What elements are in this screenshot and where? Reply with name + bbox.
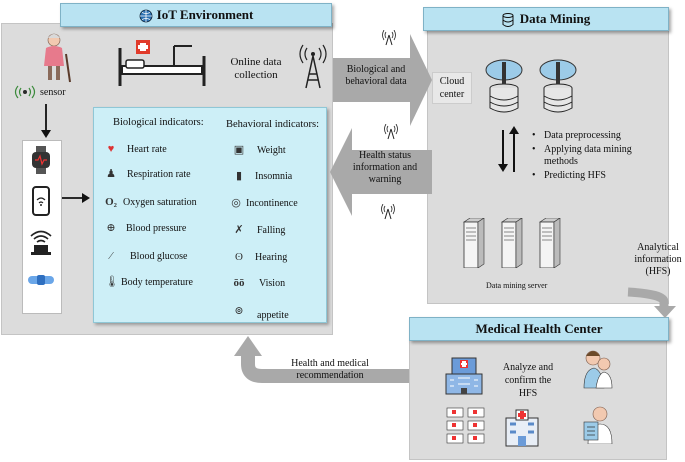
indicators-box	[93, 107, 327, 323]
thermometer-icon: 🌡	[105, 276, 119, 288]
pill-bottle-icon: ▮	[235, 170, 243, 182]
sensor-label: sensor	[40, 87, 66, 98]
behavioral-indicators-heading: Behavioral indicators:	[226, 119, 320, 130]
arrow-label-bio-behav: Biological and behavioral data	[345, 64, 407, 87]
antenna-small-icon-3	[381, 204, 395, 220]
doctors-icon	[582, 348, 614, 390]
blood-pressure-icon: ⊕	[106, 222, 116, 234]
bio-indicator-respiration-rate: ♟Respiration rate	[106, 168, 191, 180]
bio-indicator-body-temperature: 🌡Body temperature	[105, 276, 193, 288]
hospital-building-icon	[444, 352, 484, 396]
beh-indicator-appetite: ⊚appetite	[234, 304, 289, 322]
medical-center-header: Medical Health Center	[409, 317, 669, 341]
database-icon	[502, 13, 514, 27]
beh-indicator-insomnia: ▮Insomnia	[233, 170, 292, 182]
data-mining-server-label: Data mining server	[486, 281, 548, 290]
heart-icon: ♥	[107, 143, 115, 155]
iot-environment-title: IoT Environment	[156, 7, 254, 22]
bio-indicator-blood-glucose: ⁄Blood glucose	[105, 250, 187, 262]
doctor-clipboard-icon	[582, 404, 614, 444]
analyze-confirm-label: Analyze and confirm the HFS	[502, 362, 554, 399]
server-icon-2	[500, 218, 524, 268]
beh-indicator-incontinence: ◎Incontinence	[231, 197, 298, 209]
cloud-database-icon-2	[538, 58, 578, 116]
arrow-label-recommendation: Health and medical recommendation	[291, 358, 369, 381]
server-icon-3	[538, 218, 562, 268]
hospital-bed-icon	[116, 38, 208, 88]
data-mining-header: Data Mining	[423, 7, 669, 31]
step-predicting-hfs: •Predicting HFS	[532, 170, 606, 181]
bio-indicator-heart-rate: ♥Heart rate	[105, 143, 167, 155]
data-mining-steps-list: •Data preprocessing •Applying data minin…	[532, 130, 662, 182]
wifi-laptop-icon	[28, 228, 54, 256]
server-icon	[462, 218, 486, 268]
glasses-icon: ōō	[233, 277, 245, 289]
ear-icon: ʘ	[235, 251, 243, 263]
clinic-building-icon	[500, 408, 544, 448]
arrow-label-analytical: Analytical information (HFS)	[634, 242, 682, 277]
scale-icon: ▣	[233, 144, 245, 156]
ambulances-icon	[446, 406, 488, 446]
beh-indicator-falling: ✗Falling	[234, 224, 286, 236]
iot-environment-header: IoT Environment	[60, 3, 332, 27]
online-data-collection-label: Online data collection	[230, 56, 282, 81]
o2-icon: O₂	[105, 196, 117, 208]
arrow-label-health-status: Health status information and warning	[352, 150, 418, 185]
plate-icon: ⊚	[234, 304, 244, 317]
antenna-small-icon	[382, 30, 396, 46]
bio-indicator-blood-pressure: ⊕Blood pressure	[106, 222, 187, 234]
smartphone-icon	[32, 186, 50, 216]
lungs-icon: ♟	[106, 168, 116, 180]
step-data-preprocessing: •Data preprocessing	[532, 130, 621, 141]
elderly-person-icon	[36, 32, 76, 84]
data-mining-title: Data Mining	[519, 11, 591, 26]
globe-icon	[139, 9, 153, 23]
glucose-pen-icon: ⁄	[110, 250, 112, 262]
wristband-icon	[27, 272, 55, 288]
bladder-icon: ◎	[231, 197, 241, 209]
falling-person-icon: ✗	[234, 224, 244, 236]
cloud-center-label: Cloud center	[432, 72, 472, 104]
smartwatch-icon	[30, 146, 52, 174]
step-applying-methods: •Applying data mining methods	[532, 144, 632, 167]
beh-indicator-weight: ▣Weight	[233, 144, 286, 156]
biological-indicators-heading: Biological indicators:	[113, 117, 204, 128]
medical-center-title: Medical Health Center	[475, 321, 603, 336]
sensor-signal-icon	[14, 85, 36, 99]
antenna-tower-icon	[298, 44, 328, 90]
cloud-database-icon	[484, 58, 524, 116]
antenna-small-icon-2	[384, 124, 398, 140]
